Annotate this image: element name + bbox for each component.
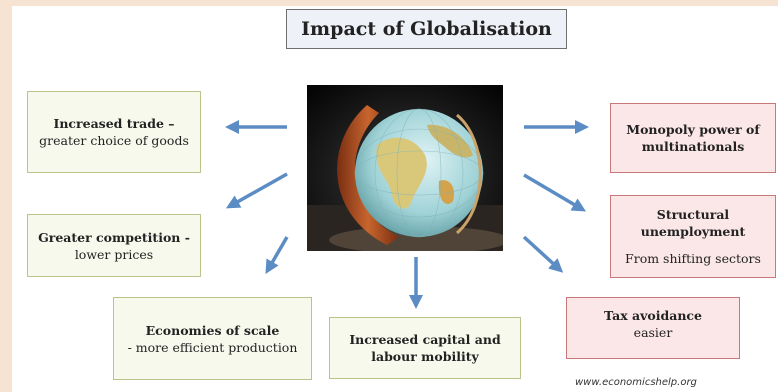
tax-avoidance-subtext: easier (633, 325, 673, 340)
arrow-to-scale (265, 236, 289, 275)
increased-trade-box: Increased trade – greater choice of good… (27, 91, 201, 173)
tax-avoidance-heading: Tax avoidance (604, 308, 702, 323)
source-footer: www.economicshelp.org (575, 377, 697, 388)
structural-unemployment-line2: unemployment (640, 224, 746, 239)
economies-of-scale-subtext: - more efficient production (127, 339, 298, 355)
economies-of-scale-heading: Economies of scale (145, 322, 280, 338)
structural-unemployment-line1: Structural (656, 207, 730, 222)
increased-trade-subtext: greater choice of goods (39, 133, 189, 148)
economies-of-scale-box: Economies of scale - more efficient prod… (113, 297, 312, 380)
increased-trade-heading: Increased trade – (53, 116, 175, 131)
capital-labour-mobility-line1: Increased capital and (349, 332, 501, 347)
arrow-to-structural (523, 173, 587, 212)
globe-image (307, 85, 503, 251)
monopoly-power-box: Monopoly power of multinationals (610, 103, 776, 173)
capital-labour-mobility-line2: labour mobility (371, 349, 479, 364)
structural-unemployment-box: Structural unemployment From shifting se… (610, 195, 776, 278)
greater-competition-subtext: lower prices (74, 246, 154, 262)
monopoly-power-line2: multinationals (641, 139, 745, 154)
greater-competition-box: Greater competition - lower prices (27, 214, 201, 277)
tax-avoidance-box: Tax avoidance easier (566, 297, 740, 359)
monopoly-power-line1: Monopoly power of (626, 122, 760, 137)
structural-unemployment-subtext: From shifting sectors (625, 251, 761, 266)
capital-labour-mobility-box: Increased capital and labour mobility (329, 317, 521, 379)
arrow-to-competition (225, 172, 288, 209)
diagram-title: Impact of Globalisation (286, 9, 567, 49)
arrow-to-tax (522, 235, 564, 273)
greater-competition-heading: Greater competition - (38, 229, 190, 245)
